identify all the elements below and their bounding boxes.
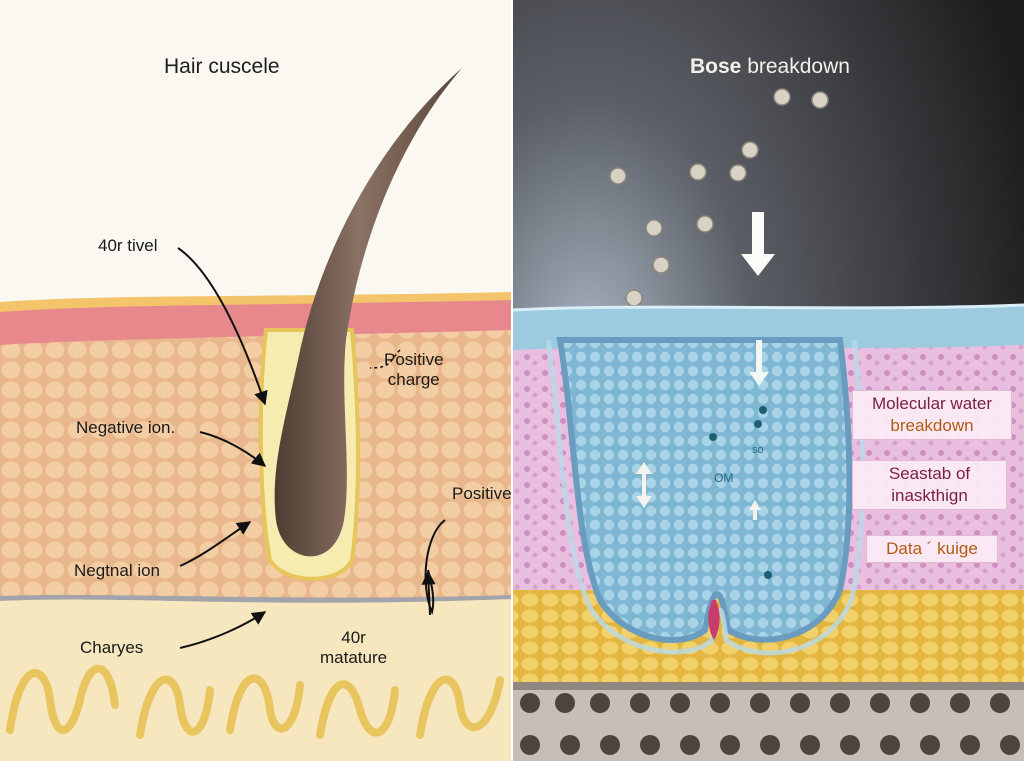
- arrow-positive-charge: [369, 349, 401, 369]
- arrow-negative-ion-1: [199, 431, 267, 467]
- right-title: Bose breakdown: [690, 55, 850, 78]
- label-bottom: 40r matature: [320, 628, 388, 667]
- surface-red-layer: [0, 298, 512, 345]
- label-top: 40r tivel: [98, 236, 158, 255]
- box-1-line-1: Molecular water: [872, 394, 992, 413]
- arrow-top-label: [177, 247, 268, 406]
- box-2-line-2: inaskthign: [891, 486, 968, 506]
- dermis-waves: [6, 664, 504, 739]
- water-pocket: [556, 337, 853, 643]
- info-box-seastab: Seastab of inaskthign: [852, 460, 1007, 511]
- hair-shaft: [274, 68, 462, 557]
- ion-dots: [709, 406, 772, 579]
- box-3-line-1: Data ´ kuige: [886, 539, 978, 558]
- info-box-data: Data ´ kuige: [866, 535, 998, 564]
- falling-particles: [609, 88, 829, 307]
- label-negative-ion-1: Negative ion.: [76, 418, 176, 437]
- updown-arrow-icon: [636, 462, 652, 508]
- basement-membrane: [0, 593, 513, 603]
- label-positive: Positive: [452, 484, 512, 503]
- bottom-dots: [520, 693, 1020, 755]
- down-arrow-small-icon: [749, 340, 769, 386]
- label-positive-charge: Positive charge: [384, 350, 444, 389]
- arrow-charges: [179, 611, 267, 649]
- box-2-line-1: Seastab of: [888, 464, 971, 483]
- label-negative-ion-2: Negtnal ion: [74, 561, 161, 580]
- label-charges: Charyes: [80, 638, 144, 657]
- box-1-line-2: breakdown: [890, 416, 974, 436]
- down-arrow-icon: [741, 212, 775, 276]
- arrow-negative-ion-2: [179, 521, 252, 567]
- inner-label-om: OM: [714, 471, 734, 485]
- left-title: Hair cuscele: [164, 55, 280, 78]
- up-arrow-small-icon: [749, 500, 761, 520]
- info-box-molecular: Molecular water breakdown: [852, 390, 1012, 441]
- inner-label-so: so: [752, 444, 764, 456]
